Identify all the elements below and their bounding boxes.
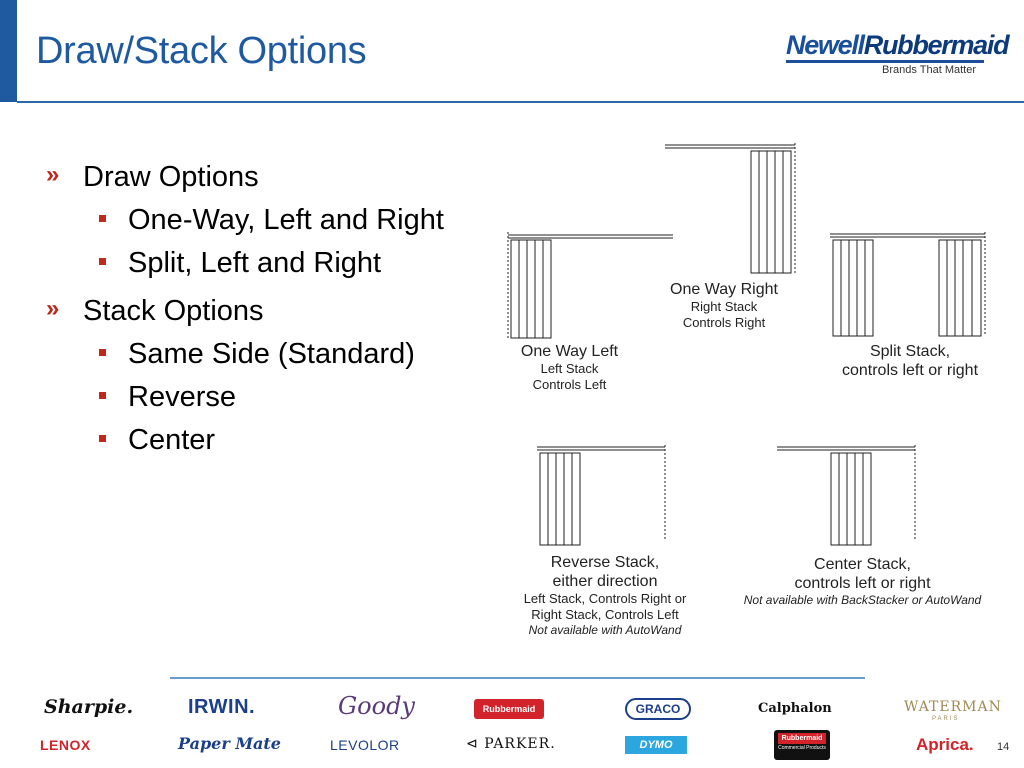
calphalon-logo: Calphalon	[758, 701, 832, 716]
caption-line: either direction	[552, 573, 658, 590]
caption-title: One Way Right	[670, 281, 778, 298]
bullet-label: Draw Options	[83, 161, 259, 193]
header-divider	[17, 101, 1024, 103]
sub-bullet-label: Reverse	[128, 381, 236, 413]
page-number: 14	[997, 741, 1010, 753]
goody-logo: Goody	[338, 692, 415, 720]
bullet-list: » Draw Options One-Way, Left and Right S…	[44, 160, 484, 471]
caption-line: Right Stack, Controls Left	[531, 607, 679, 622]
caption-note: Not available with AutoWand	[528, 623, 682, 637]
newell-rubbermaid-logo: NewellRubbermaid Brands That Matter	[786, 30, 1010, 76]
rubbermaid-cp-name: Rubbermaid	[778, 733, 826, 744]
sharpie-logo: Sharpie.	[44, 696, 134, 718]
sub-bullet-one-way: One-Way, Left and Right	[44, 200, 484, 240]
caption-title: Reverse Stack,	[550, 554, 660, 571]
caption-one-way-left: One Way Left Left Stack Controls Left	[507, 342, 632, 393]
rubbermaid-logo: Rubbermaid	[474, 699, 544, 719]
brand-underline	[786, 60, 984, 63]
brand-tagline: Brands That Matter	[882, 64, 976, 76]
caption-split: Split Stack, controls left or right	[830, 342, 990, 380]
bullet-stack-options: » Stack Options	[44, 294, 484, 328]
sub-bullet-center: Center	[44, 420, 484, 460]
sub-bullet-label: Split, Left and Right	[128, 247, 382, 279]
levolor-logo: LEVOLOR	[330, 737, 400, 753]
caption-line: controls left or right	[841, 362, 979, 379]
caption-line: Right Stack	[690, 299, 758, 314]
caption-line: controls left or right	[794, 575, 931, 592]
sub-bullet-label: Center	[128, 424, 216, 456]
caption-title: Split Stack,	[869, 343, 951, 360]
rubbermaid-cp-sub: Commercial Products	[778, 745, 826, 751]
double-chevron-icon: »	[46, 161, 60, 188]
bullet-label: Stack Options	[83, 295, 264, 327]
caption-note: Not available with BackStacker or AutoWa…	[743, 593, 982, 607]
one-way-right-blind	[665, 143, 796, 275]
caption-line: Left Stack, Controls Right or	[523, 591, 687, 606]
papermate-logo: Paper Mate	[178, 734, 281, 753]
caption-one-way-right: One Way Right Right Stack Controls Right	[659, 280, 789, 331]
caption-reverse: Reverse Stack, either direction Left Sta…	[515, 553, 695, 638]
brand-name: NewellRubbermaid	[786, 30, 1010, 60]
double-chevron-icon: »	[46, 295, 60, 322]
reverse-stack-blind	[537, 445, 666, 546]
waterman-logo: WATERMAN	[904, 699, 1002, 715]
slide-title: Draw/Stack Options	[36, 30, 367, 72]
rubbermaid-commercial-logo: Rubbermaid Commercial Products	[774, 730, 830, 760]
square-bullet-icon	[99, 349, 106, 356]
caption-line: Controls Left	[532, 377, 607, 392]
brand-logo-strip: Sharpie. IRWIN. Goody Rubbermaid GRACO C…	[0, 688, 1024, 768]
aprica-logo: Aprica.	[916, 735, 974, 754]
brand-name-part1: Newell	[786, 30, 865, 60]
square-bullet-icon	[99, 258, 106, 265]
caption-line: Left Stack	[540, 361, 599, 376]
brand-name-part2: Rubbermaid	[863, 30, 1010, 60]
stack-diagram-drawing	[507, 143, 986, 546]
graco-logo: GRACO	[625, 698, 691, 720]
parker-logo: ⊲ PARKER.	[466, 736, 556, 752]
caption-title: One Way Left	[520, 343, 619, 360]
sub-bullet-label: Same Side (Standard)	[128, 338, 415, 370]
sub-bullet-label: One-Way, Left and Right	[128, 204, 444, 236]
parker-arrow-icon: ⊲	[466, 736, 485, 752]
lenox-logo: LENOX	[40, 737, 91, 753]
caption-line: Controls Right	[682, 315, 766, 330]
irwin-logo: IRWIN.	[188, 696, 256, 718]
square-bullet-icon	[99, 435, 106, 442]
square-bullet-icon	[99, 215, 106, 222]
dymo-logo: DYMO	[625, 736, 687, 754]
sub-bullet-reverse: Reverse	[44, 377, 484, 417]
bullet-draw-options: » Draw Options	[44, 160, 484, 194]
center-stack-blind	[777, 445, 916, 546]
one-way-left-blind	[507, 232, 673, 339]
title-accent-bar	[0, 0, 17, 102]
caption-center: Center Stack, controls left or right Not…	[725, 555, 1000, 608]
sub-bullet-split: Split, Left and Right	[44, 243, 484, 283]
square-bullet-icon	[99, 392, 106, 399]
sub-bullet-same-side: Same Side (Standard)	[44, 334, 484, 374]
waterman-sub: PARIS	[932, 716, 960, 722]
stack-options-diagram: One Way Left Left Stack Controls Left On…	[495, 135, 1015, 645]
split-stack-blind	[830, 232, 986, 337]
parker-logo-text: PARKER.	[484, 736, 556, 752]
caption-title: Center Stack,	[814, 556, 911, 573]
footer-divider	[170, 677, 865, 679]
